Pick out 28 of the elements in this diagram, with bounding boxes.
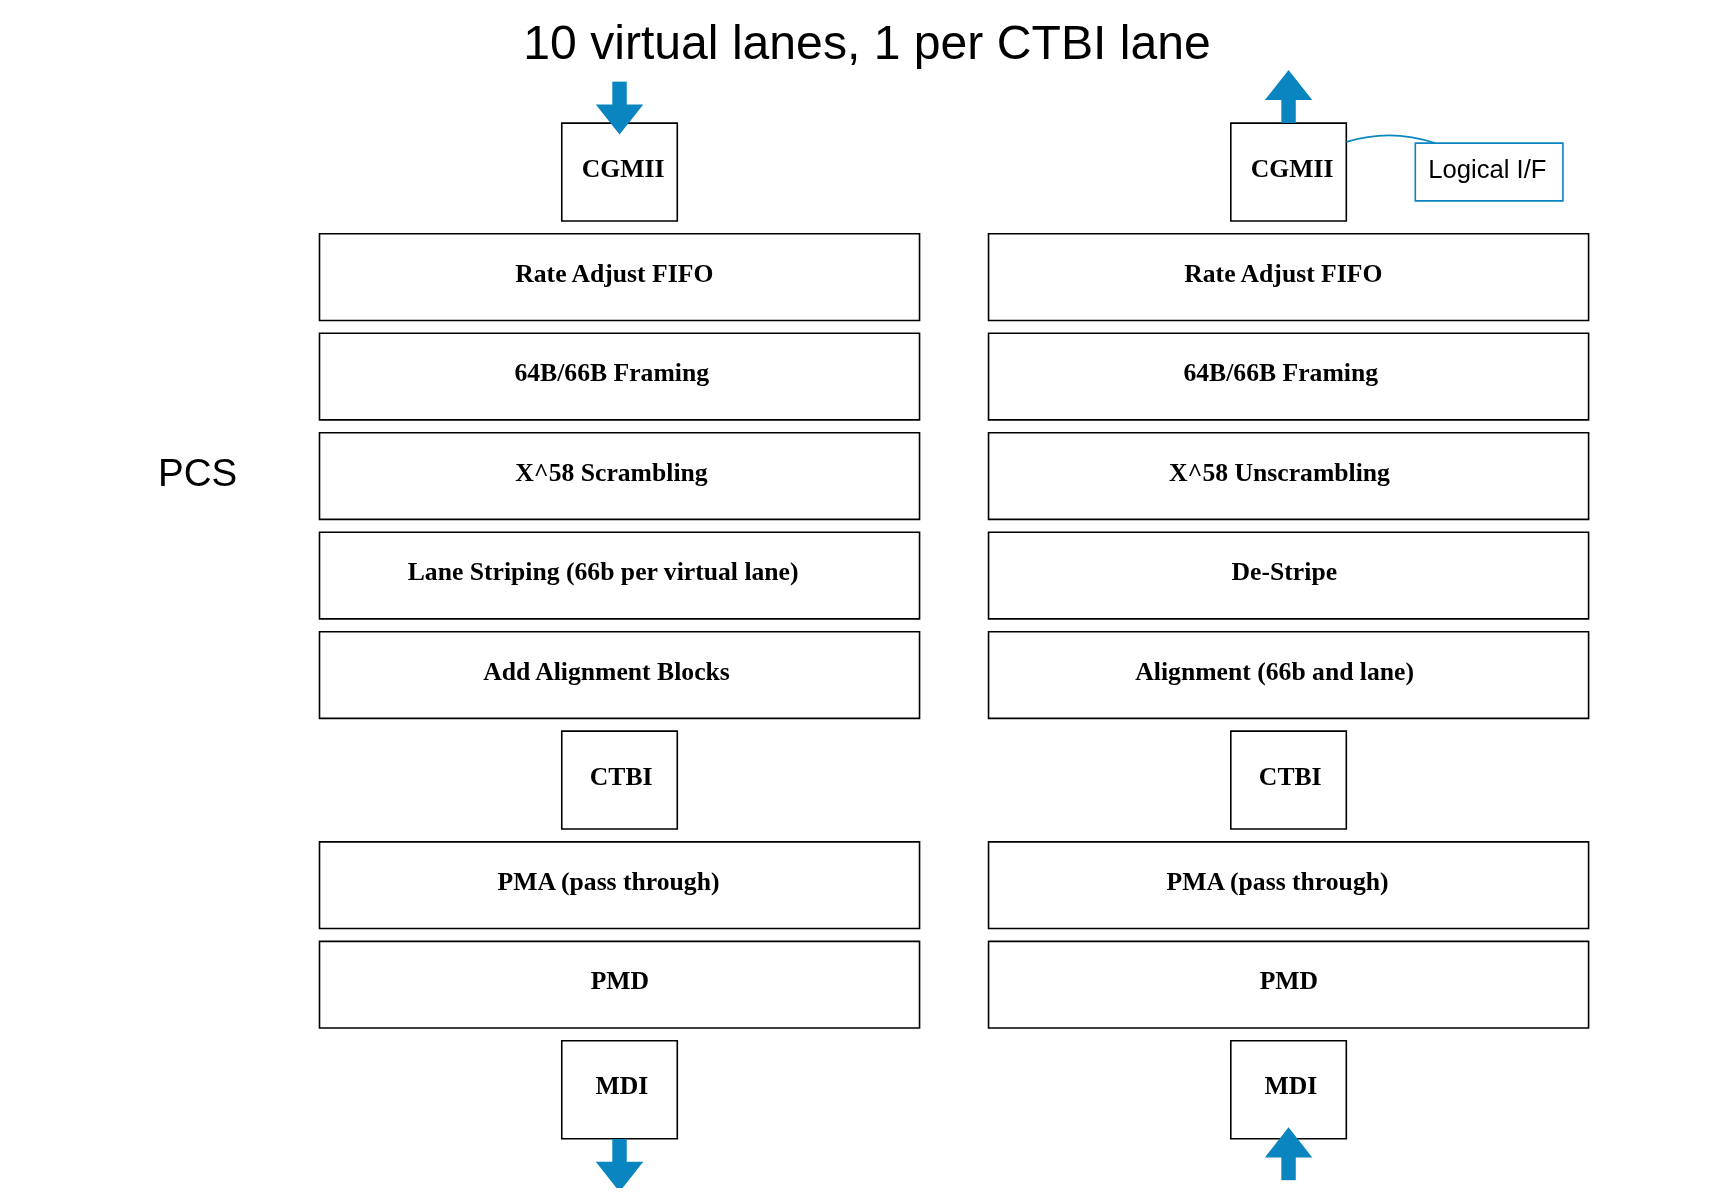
node-box: PMD [318,940,920,1029]
node-box: 64B/66B Framing [318,332,920,421]
node-box: PMA (pass through) [987,841,1589,930]
node-box: MDI [560,1040,678,1140]
node-box: De-Stripe [987,531,1589,620]
node-box: MDI [1229,1040,1347,1140]
node-box: PMA (pass through) [318,841,920,930]
node-box: Rate Adjust FIFO [987,233,1589,322]
node-box: PMD [987,940,1589,1029]
node-box: X^58 Scrambling [318,431,920,521]
node-box: Rate Adjust FIFO [318,233,920,322]
node-box: Alignment (66b and lane) [987,630,1589,720]
node-box: X^58 Unscrambling [987,431,1589,521]
node-box: CGMII [1229,122,1347,222]
node-box: CTBI [1229,730,1347,830]
node-box: Logical I/F [1414,142,1564,202]
arrow [595,81,643,135]
arrow [1264,1127,1312,1181]
node-box: Lane Striping (66b per virtual lane) [318,531,920,620]
diagram-title: 10 virtual lanes, 1 per CTBI lane [522,15,1211,70]
node-box: 64B/66B Framing [987,332,1589,421]
arrow [1264,69,1312,123]
node-box: Add Alignment Blocks [318,630,920,720]
node-box: CGMII [560,122,678,222]
arrow [595,1139,643,1188]
label: PCS [157,451,237,495]
node-box: CTBI [560,730,678,830]
connector [1345,134,1436,144]
